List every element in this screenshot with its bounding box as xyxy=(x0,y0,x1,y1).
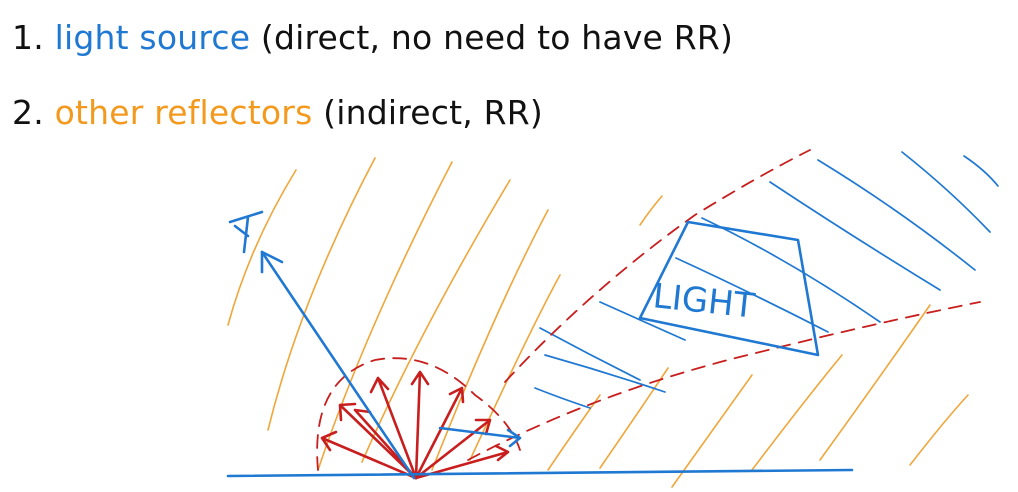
hatch-line xyxy=(317,161,453,471)
hatch-line xyxy=(963,155,999,187)
ray-arrow xyxy=(369,376,418,480)
hatch-line xyxy=(901,151,991,233)
light-label: LIGHT xyxy=(651,276,757,326)
hatch-line xyxy=(817,159,976,271)
hatch-line xyxy=(675,257,829,333)
hatch-line xyxy=(361,179,511,463)
hatch-line xyxy=(544,354,666,393)
cone-lower-edge xyxy=(467,301,981,461)
hatch-line xyxy=(267,157,376,431)
sampling-hemisphere xyxy=(316,357,521,471)
light-source-term: light source xyxy=(54,18,251,57)
hatch-line xyxy=(227,169,297,326)
ray-arrow xyxy=(320,430,418,480)
light-box xyxy=(638,220,820,357)
eye-icon xyxy=(228,210,264,254)
ray-arrow xyxy=(414,386,465,480)
list-item-number: 2. xyxy=(12,93,44,132)
hatch-line xyxy=(599,367,669,469)
cone-upper-edge xyxy=(504,149,811,383)
ground-surface xyxy=(226,468,854,478)
hatch-line xyxy=(431,209,549,471)
light-cone-boundary xyxy=(467,149,981,461)
direct-light-hatching xyxy=(534,151,999,409)
camera-ray-arrowhead xyxy=(260,250,284,274)
list-item-light-source: 1. light source (direct, no need to have… xyxy=(12,18,733,57)
hatch-line xyxy=(769,181,941,291)
ray-arrow xyxy=(338,402,418,480)
list-item-number: 1. xyxy=(12,18,44,57)
hatch-line xyxy=(751,354,843,471)
hatch-line xyxy=(909,394,969,466)
other-reflectors-description: (indirect, RR) xyxy=(323,93,543,132)
ray-arrow xyxy=(414,418,492,480)
sampled-direction-arrows xyxy=(320,370,510,480)
hatch-line xyxy=(547,394,601,471)
hatch-line xyxy=(539,327,641,381)
hatch-line xyxy=(534,387,591,409)
hatch-line xyxy=(469,274,561,461)
light-source-description: (direct, no need to have RR) xyxy=(260,18,734,57)
hatch-line xyxy=(819,304,931,461)
ray-arrow xyxy=(410,370,430,480)
other-reflectors-term: other reflectors xyxy=(54,93,313,132)
hatch-line xyxy=(639,195,663,226)
camera-ray-line xyxy=(260,250,416,480)
direct-sample-arrow xyxy=(438,426,522,448)
hatch-line xyxy=(599,301,686,341)
eye-ray xyxy=(260,250,416,480)
light-source: LIGHT xyxy=(638,220,820,357)
list-item-other-reflectors: 2. other reflectors (indirect, RR) xyxy=(12,93,543,132)
indirect-light-hatching xyxy=(227,157,969,488)
